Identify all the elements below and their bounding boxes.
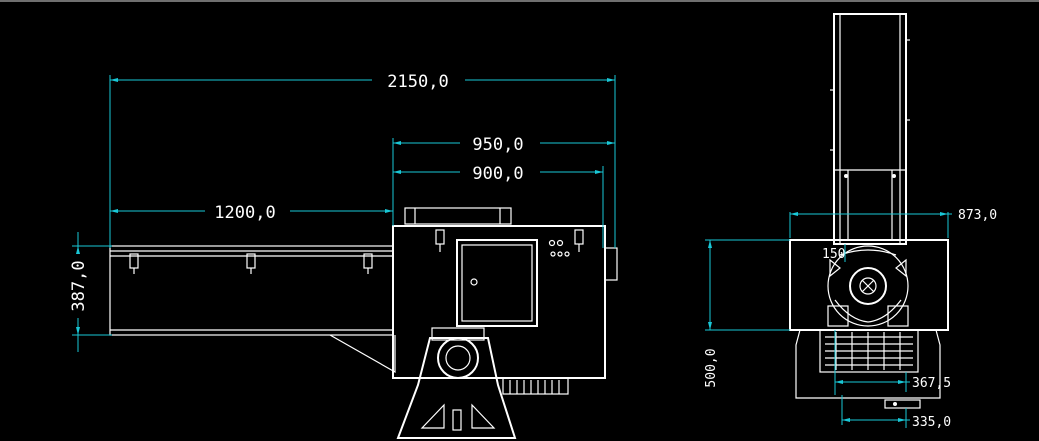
pedestal-stand (396, 327, 517, 439)
dim-right-outer: 950,0 (472, 135, 523, 155)
conveyor-body (109, 245, 396, 374)
dim-right-inner: 900,0 (472, 164, 523, 184)
dim-height-front: 387,0 (69, 260, 89, 311)
inspection-door (456, 239, 538, 327)
side-dimensions: 873,0 500,0 150 367,5 335,0 (704, 208, 997, 430)
side-view (789, 13, 949, 409)
dim-overall-length: 2150,0 (387, 72, 448, 92)
bottom-vent (502, 377, 569, 395)
dim-side-top-width: 873,0 (958, 208, 997, 223)
lower-grille (819, 329, 919, 373)
latch-1 (129, 253, 139, 274)
front-dimensions: 2150,0 950,0 900,0 1200,0 387,0 (69, 72, 616, 352)
latch-3 (363, 253, 373, 274)
machine-housing (392, 207, 618, 395)
dim-side-small: 150 (822, 247, 845, 262)
dim-side-bottom-width: 335,0 (912, 415, 951, 430)
dim-side-mid-width: 367,5 (912, 376, 951, 391)
latch-2 (246, 253, 256, 274)
dim-side-height: 500,0 (704, 348, 719, 387)
front-view (109, 207, 618, 439)
dim-left-section: 1200,0 (214, 203, 275, 223)
housing-latch-1 (435, 229, 445, 245)
housing-latch-2 (574, 229, 584, 245)
chute (833, 13, 907, 245)
